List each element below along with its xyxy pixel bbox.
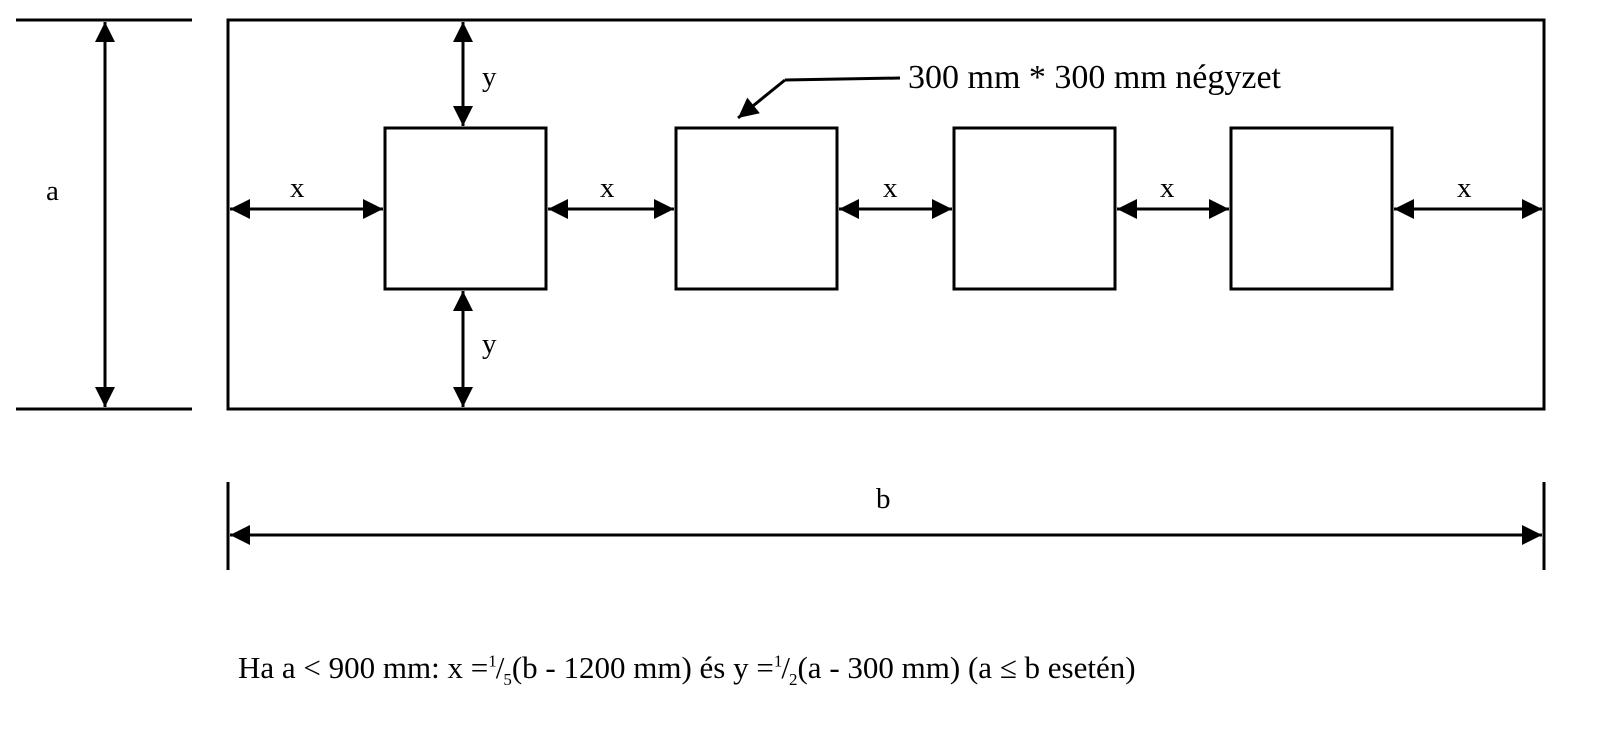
formula-frac2-slash: / bbox=[781, 650, 790, 685]
formula-frac1-den: 5 bbox=[503, 670, 512, 690]
annotation-pointer bbox=[784, 76, 901, 82]
formula-frac1-num: 1 bbox=[488, 651, 497, 671]
x-label-1: x bbox=[290, 172, 305, 204]
formula-mid: (b - 1200 mm) és y = bbox=[511, 650, 774, 685]
formula-text: Ha a < 900 mm: x =1/5(b - 1200 mm) és y … bbox=[238, 650, 1136, 690]
formula-frac1-slash: / bbox=[495, 650, 505, 685]
formula-prefix: Ha a < 900 mm: x = bbox=[238, 650, 489, 685]
b-label: b bbox=[876, 483, 891, 515]
outer-panel bbox=[226, 18, 1546, 411]
formula-frac2-den: 2 bbox=[788, 670, 798, 690]
x-label-4: x bbox=[1160, 172, 1175, 204]
y-label-top: y bbox=[482, 61, 497, 93]
x-label-5: x bbox=[1457, 172, 1472, 204]
x-label-2: x bbox=[600, 172, 615, 204]
square-2 bbox=[674, 126, 839, 291]
square-4 bbox=[1229, 126, 1394, 291]
square-3 bbox=[952, 126, 1117, 291]
a-label: a bbox=[46, 175, 59, 207]
formula-suffix: (a - 300 mm) (a ≤ b esetén) bbox=[797, 650, 1136, 685]
y-label-bottom: y bbox=[482, 328, 497, 360]
annotation-pointer-diagonal bbox=[737, 78, 786, 120]
square-size-annotation: 300 mm * 300 mm négyzet bbox=[908, 59, 1282, 96]
formula-frac2-num: 1 bbox=[773, 651, 783, 671]
square-1 bbox=[383, 126, 548, 291]
x-label-3: x bbox=[883, 172, 898, 204]
